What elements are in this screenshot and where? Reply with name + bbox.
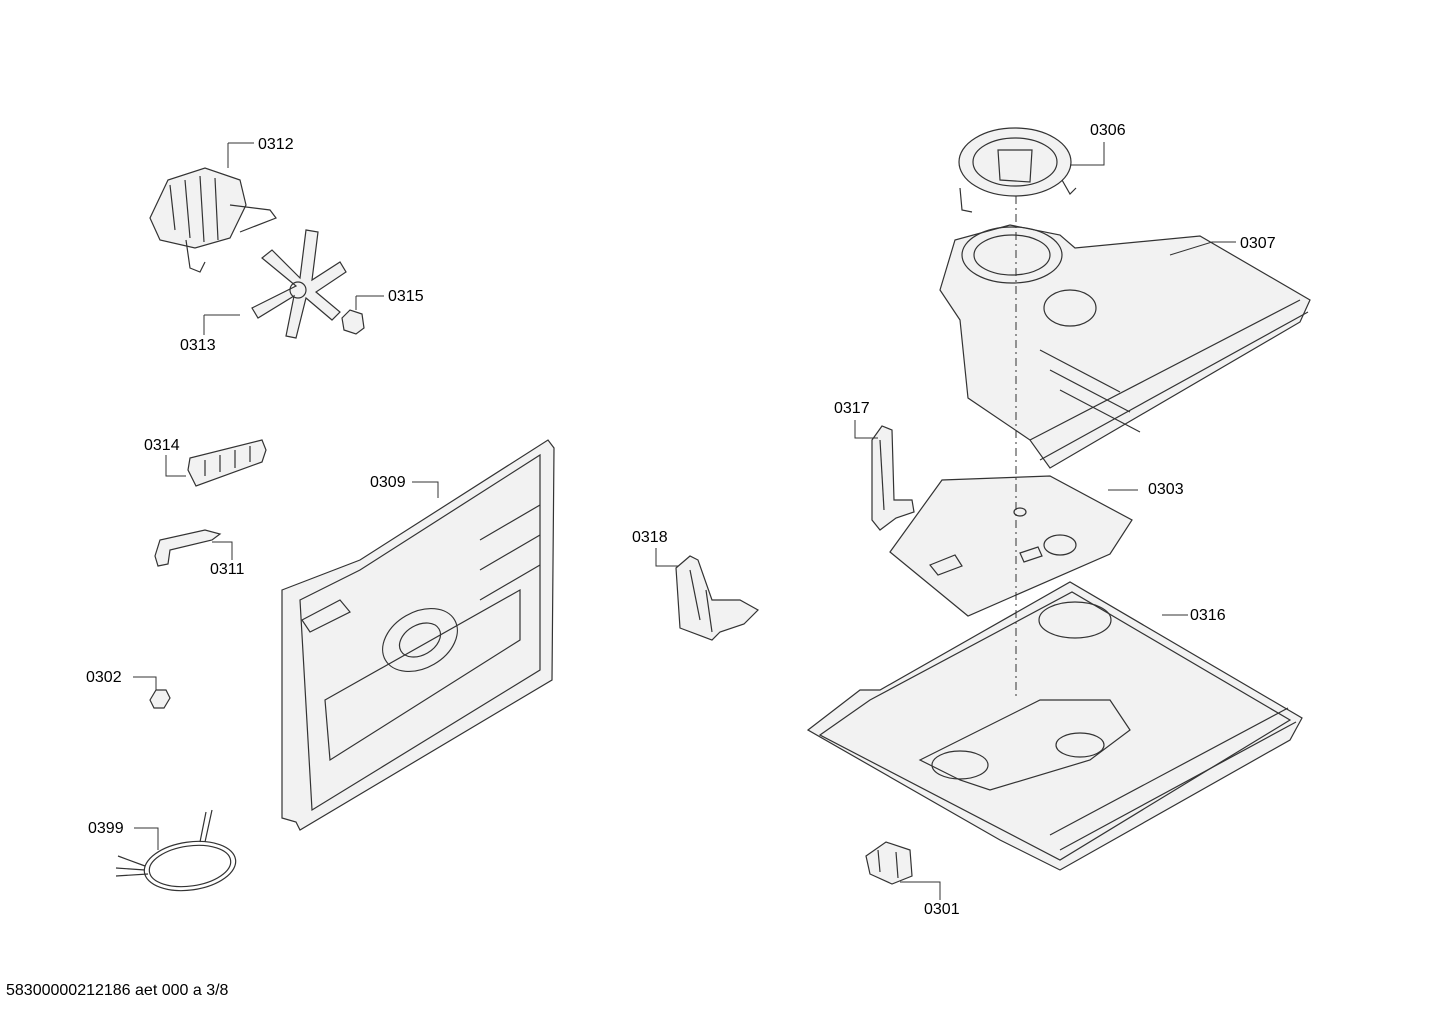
part-0315-nut bbox=[341, 295, 384, 335]
label-0316: 0316 bbox=[1190, 607, 1226, 624]
label-0302: 0302 bbox=[86, 669, 122, 686]
part-0311-bracket bbox=[154, 529, 233, 567]
part-0302-grommet bbox=[133, 676, 171, 709]
part-0301-bracket bbox=[865, 841, 941, 900]
part-0399-cable bbox=[115, 809, 237, 892]
part-0313-fan-blade bbox=[203, 229, 347, 339]
part-0316-base-tray bbox=[806, 581, 1303, 871]
label-0311: 0311 bbox=[210, 561, 245, 578]
part-0306-blower-wheel bbox=[958, 127, 1105, 213]
part-0318-bracket bbox=[655, 548, 759, 641]
label-0312: 0312 bbox=[258, 136, 294, 153]
label-0315: 0315 bbox=[388, 288, 424, 305]
label-0314: 0314 bbox=[144, 437, 180, 454]
label-0307: 0307 bbox=[1240, 235, 1276, 252]
part-0312-fan-motor bbox=[149, 142, 277, 273]
label-0303: 0303 bbox=[1148, 481, 1184, 498]
part-0307-fan-housing bbox=[939, 224, 1311, 469]
part-0314-terminal-block bbox=[165, 439, 267, 487]
label-0309: 0309 bbox=[370, 474, 406, 491]
label-0399: 0399 bbox=[88, 820, 124, 837]
label-0306: 0306 bbox=[1090, 122, 1126, 139]
part-0317-bracket bbox=[854, 420, 915, 531]
document-id-footer: 58300000212186 aet 000 a 3/8 bbox=[6, 982, 229, 999]
part-0309-rear-panel bbox=[281, 439, 555, 831]
label-0318: 0318 bbox=[632, 529, 668, 546]
label-0317: 0317 bbox=[834, 400, 870, 417]
part-0303-plate bbox=[889, 475, 1138, 617]
label-0301: 0301 bbox=[924, 901, 960, 918]
label-0313: 0313 bbox=[180, 337, 216, 354]
